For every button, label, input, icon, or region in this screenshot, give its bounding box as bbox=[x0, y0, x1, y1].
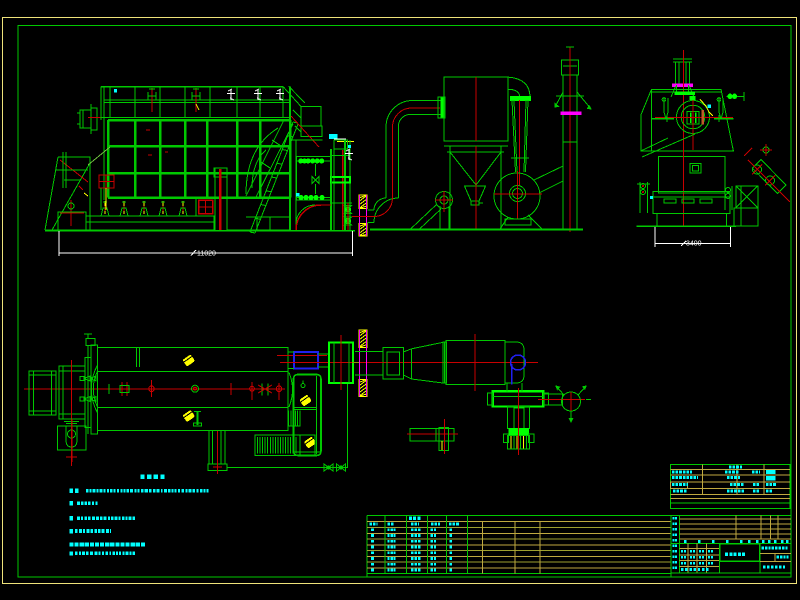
svg-text:11020: 11020 bbox=[197, 251, 216, 258]
svg-text:3400: 3400 bbox=[686, 241, 702, 248]
